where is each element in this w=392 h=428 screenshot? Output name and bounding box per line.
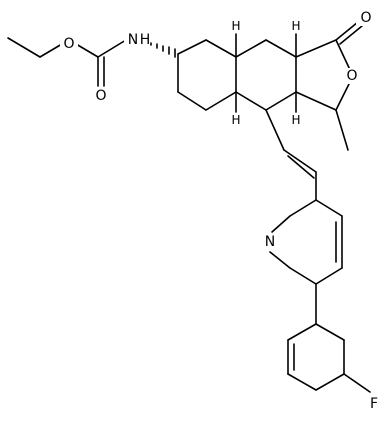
atom-n-carbamate: N — [128, 32, 138, 48]
bond-r3-b — [335, 39, 352, 73]
atom-o-lactone-ring: O — [346, 68, 357, 84]
bond-r2-e — [235, 91, 267, 111]
bond-r2-b — [265, 39, 297, 58]
bond-r3-d — [295, 91, 337, 111]
bond-py-d — [289, 267, 317, 285]
bond-r1-d — [205, 91, 237, 111]
bond-r1-e — [177, 91, 207, 111]
stereo-h-2: H — [291, 19, 300, 33]
atom-h-carbamate: H — [140, 32, 151, 48]
bond-py-a — [289, 199, 317, 217]
bond-r3-c — [335, 79, 352, 111]
atom-o-ester: O — [63, 36, 74, 52]
bond-vinyl-2 — [287, 155, 315, 179]
bond-vinyl-1 — [283, 149, 317, 173]
bond-lactone-co-2 — [339, 25, 363, 45]
atom-labels: O O N H O O N F H H H H — [60, 10, 384, 412]
bond-py-g — [315, 199, 343, 217]
bond-carbamate-c-n — [97, 39, 127, 58]
bond-c-f — [343, 373, 371, 393]
stereo-h-1: H — [231, 19, 240, 33]
atom-fluorine: F — [370, 396, 378, 412]
atom-n-pyridine: N — [265, 234, 275, 250]
stereo-h-4: H — [291, 113, 300, 127]
stereo-h-3: H — [231, 113, 240, 127]
bond-r2-a — [235, 39, 267, 58]
hashed-wedge-n-ring — [150, 42, 176, 58]
bond-methyl — [335, 109, 349, 151]
bond-r3-a — [295, 39, 337, 58]
bond-py-e — [315, 267, 343, 285]
bond-ring-vinyl — [265, 109, 285, 151]
bond-ethyl-ch2-o — [39, 43, 63, 58]
bond-ph-d — [315, 373, 345, 391]
bond-ph-c — [287, 373, 317, 391]
bond-lactone-co-1 — [335, 21, 359, 41]
bond-ph-a — [287, 323, 317, 341]
atom-o-carbamate-carbonyl: O — [95, 88, 106, 104]
bond-skeleton — [7, 21, 371, 393]
bond-r1-a — [177, 39, 207, 55]
bond-py-c — [269, 251, 291, 269]
bond-r2-d — [265, 91, 297, 111]
bond-o-carbonyl-c — [75, 43, 99, 58]
atom-o-lactone-carbonyl: O — [360, 10, 371, 26]
bond-r1-b — [205, 39, 237, 58]
bond-py-b — [271, 215, 291, 233]
bond-ethyl-ch3 — [7, 37, 41, 58]
bond-ph-f — [315, 323, 345, 341]
